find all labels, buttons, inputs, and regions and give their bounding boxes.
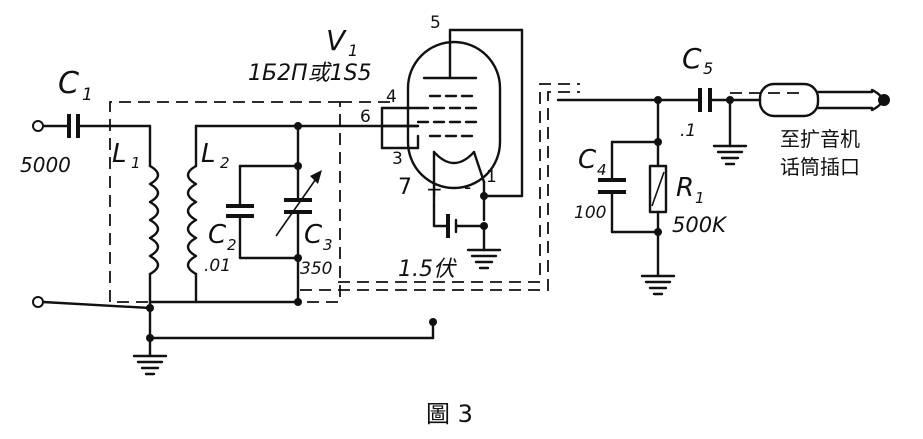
label-r1: R [676,173,694,203]
inductor-l1 [148,124,160,310]
output-wiring [556,96,702,278]
label-battery-minus: - [464,175,471,199]
ground-symbol-output-left [640,274,676,296]
shield-box [109,83,800,303]
figure-caption: 圖 3 [426,400,473,428]
label-c1: C [58,66,79,101]
label-l2: L [201,139,216,169]
label-c5: C [682,42,702,75]
tank-wiring [148,122,302,306]
ground-symbol-tube [466,224,502,270]
label-output-line2: 话筒插口 [780,155,860,179]
capacitor-c5 [698,88,762,148]
label-c4: C [578,145,597,175]
label-c3-value: 350 [300,259,332,279]
label-c1-sub: 1 [82,85,93,105]
label-v1-sub: 1 [348,41,358,60]
label-output-line1: 至扩音机 [780,127,860,151]
label-pin-6: 6 [360,107,371,127]
label-c2-sub: 2 [227,236,237,254]
label-c2-value: .01 [204,256,231,276]
input-terminal-top [32,120,70,132]
label-c3: C [304,220,323,250]
capacitor-c3-variable [275,170,322,237]
label-battery-plus: + [426,177,443,201]
label-pin-4: 4 [386,87,397,107]
label-c3-sub: 3 [323,236,333,254]
label-tube-type: 1Б2П或1S5 [248,61,372,86]
vacuum-tube [380,28,524,222]
ground-symbol-left [132,354,168,376]
capacitor-c1 [67,114,152,138]
label-pin-3: 3 [392,149,403,169]
label-l2-sub: 2 [220,154,230,172]
label-l1: L [112,139,127,169]
label-c5-sub: 5 [703,59,713,78]
ground-bus [146,304,437,358]
label-c4-value: 100 [574,203,606,223]
label-c2: C [208,220,227,250]
label-battery: 1.5伏 [398,257,457,282]
resistor-r1 [648,164,668,214]
battery [432,192,488,238]
label-r1-sub: 1 [695,189,705,207]
label-r1-value: 500K [672,213,728,237]
output-plug [758,82,890,118]
label-c4-sub: 4 [597,161,607,179]
label-v1: V [326,24,347,57]
label-c5-value: .1 [680,121,696,141]
label-pin-7: 7 [398,175,412,200]
label-pin-1: 1 [486,167,497,187]
capacitor-c2 [226,204,254,218]
label-l1-sub: 1 [131,154,141,172]
ground-symbol-output-right [712,144,748,166]
input-terminal-bottom [32,296,152,310]
label-pin-5: 5 [430,13,441,33]
label-c1-value: 5000 [20,153,71,177]
capacitor-c4 [598,178,626,194]
